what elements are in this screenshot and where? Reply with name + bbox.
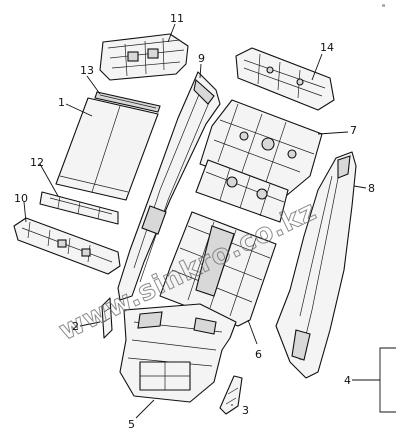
- part-6-center-floor-upper: [195, 159, 289, 223]
- part-8-right-side-frame: [275, 151, 357, 379]
- corner-mark: ɵ: [382, 3, 385, 9]
- callout-2: 2: [72, 320, 79, 333]
- callout-6: 6: [255, 348, 262, 361]
- callout-3: 3: [242, 404, 249, 417]
- part-9-left-side-frame: [117, 71, 221, 301]
- callout-labels: 11 14 13 1 9 7 8 12 10 2 6 4 5 3: [14, 12, 375, 431]
- callout-1: 1: [58, 96, 65, 109]
- part-11-rear-upper-crossmember: [99, 33, 189, 81]
- callout-8: 8: [368, 182, 375, 195]
- callout-12: 12: [30, 156, 44, 169]
- callout-5: 5: [128, 418, 135, 431]
- part-4-bracket: [379, 347, 396, 413]
- part-10-front-crossmember: [13, 217, 121, 275]
- part-12-roof-reinforcement: [39, 191, 119, 225]
- callout-11: 11: [170, 12, 184, 25]
- leader-lines: [23, 23, 380, 419]
- callout-13: 13: [80, 64, 94, 77]
- part-5-front-end-assembly: [119, 303, 237, 403]
- part-13-roof-front-rail: [94, 91, 161, 113]
- callout-4: 4: [344, 374, 351, 387]
- part-2-left-bracket: [101, 297, 113, 339]
- part-6-front-floor: [159, 211, 277, 327]
- part-3-right-bracket: [219, 375, 243, 415]
- callout-10: 10: [14, 192, 28, 205]
- part-1-roof-panel: [55, 97, 159, 201]
- callout-7: 7: [350, 124, 357, 137]
- callout-14: 14: [320, 41, 334, 54]
- part-14-rear-panel: [235, 47, 335, 111]
- callout-9: 9: [198, 52, 205, 65]
